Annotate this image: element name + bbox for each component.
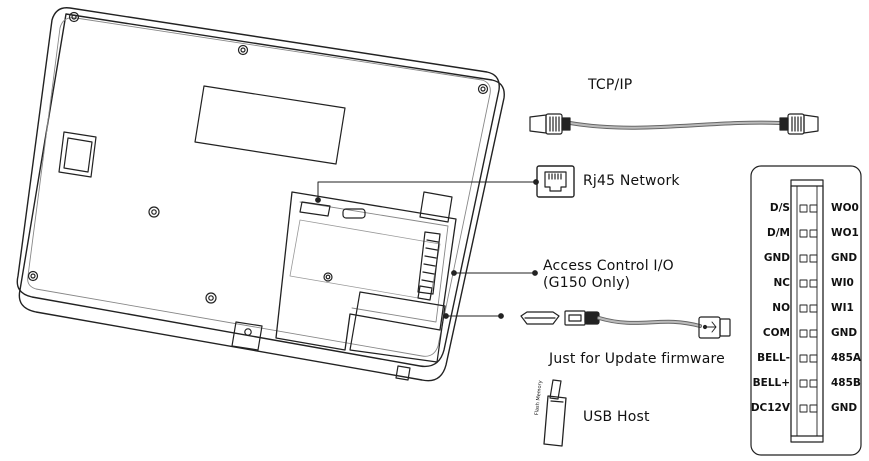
connector-bay xyxy=(275,191,457,351)
update-firmware-label: Just for Update firmware xyxy=(549,351,725,367)
terminal-pin-label: GND xyxy=(831,252,858,264)
usb-plug-icon xyxy=(698,316,731,339)
label-recess xyxy=(194,85,346,165)
usb-plug-icon xyxy=(520,311,560,325)
terminal-pin-label: NO xyxy=(772,302,790,314)
terminal-slot xyxy=(799,329,808,338)
terminal-pin-label: GND xyxy=(831,327,858,339)
terminal-slot xyxy=(809,354,818,363)
terminal-pin-label: WO1 xyxy=(831,227,859,239)
usb-plug-icon xyxy=(564,310,600,326)
terminal-pin-label: 485A xyxy=(831,352,862,364)
terminal-pin-label: WI0 xyxy=(831,277,854,289)
lower-step xyxy=(349,291,446,363)
terminal-pin-label: GND xyxy=(831,402,858,414)
terminal-pin-label: BELL- xyxy=(757,352,790,364)
terminal-pin-label: BELL+ xyxy=(752,377,790,389)
terminal-pin-label: NC xyxy=(773,277,791,289)
terminal-slot xyxy=(809,379,818,388)
rj45-plug-icon xyxy=(529,113,571,135)
terminal-pin-label: WO0 xyxy=(831,202,859,214)
terminal-slot xyxy=(809,279,818,288)
terminal-slot xyxy=(799,254,808,263)
rj45-plug-icon xyxy=(779,113,819,135)
terminal-slot xyxy=(809,304,818,313)
terminal-pin-slots xyxy=(799,204,818,413)
rj45-network-label: Rj45 Network xyxy=(583,173,680,189)
terminal-slot xyxy=(809,254,818,263)
tcpip-cable xyxy=(529,113,819,135)
leader-lines xyxy=(315,179,539,319)
usb-host-label: USB Host xyxy=(583,409,650,425)
terminal-pin-label: COM xyxy=(762,327,790,339)
terminal-slot xyxy=(799,379,808,388)
screw-holes xyxy=(27,11,489,304)
device-back-panel xyxy=(16,7,505,382)
terminal-slot xyxy=(799,354,808,363)
terminal-slot xyxy=(809,229,818,238)
terminal-pin-label: 485B xyxy=(831,377,861,389)
rj45-port-icon xyxy=(536,165,575,198)
terminal-slot xyxy=(809,404,818,413)
terminal-block xyxy=(750,165,862,456)
terminal-slot xyxy=(799,279,808,288)
access-control-label: Access Control I/O xyxy=(543,258,674,274)
flash-drive-icon xyxy=(543,379,567,447)
terminal-pin-label: GND xyxy=(763,252,790,264)
terminal-slot xyxy=(809,329,818,338)
terminal-slot xyxy=(809,204,818,213)
terminal-slot xyxy=(799,204,808,213)
terminal-pin-label: DC12V xyxy=(750,402,790,414)
mounting-clip xyxy=(58,131,97,178)
terminal-slot xyxy=(799,404,808,413)
terminal-pin-label: D/M xyxy=(767,227,790,239)
terminal-pin-label: D/S xyxy=(769,202,790,214)
terminal-slot xyxy=(799,229,808,238)
usb-cable xyxy=(520,310,731,339)
terminal-slot xyxy=(799,304,808,313)
g150-only-label: (G150 Only) xyxy=(543,275,631,291)
terminal-pin-label: WI1 xyxy=(831,302,854,314)
tcpip-label: TCP/IP xyxy=(588,77,633,93)
